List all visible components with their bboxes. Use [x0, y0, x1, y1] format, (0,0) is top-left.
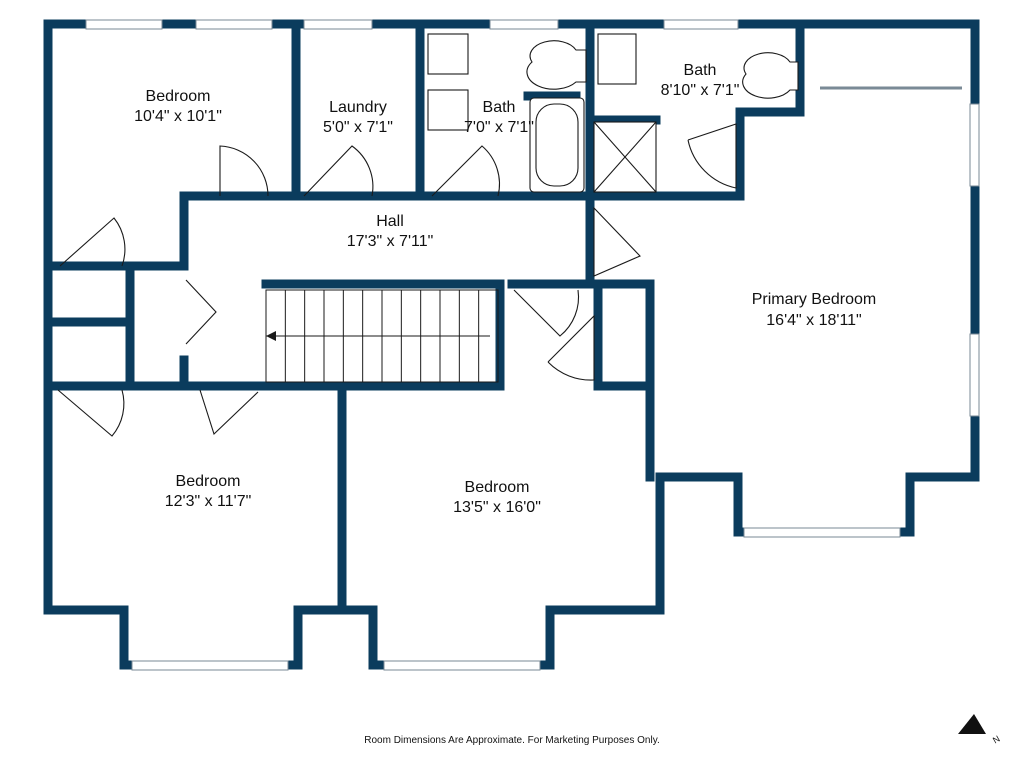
room-name-bath-primary: Bath	[684, 62, 717, 79]
exterior-walls	[43, 19, 980, 670]
room-name-hall: Hall	[376, 213, 404, 230]
room-dims-bath-primary: 8'10" x 7'1"	[661, 82, 740, 99]
room-name-laundry: Laundry	[329, 99, 387, 116]
interior-walls	[43, 19, 745, 615]
doors	[57, 123, 737, 437]
room-name-bedroom-s: Bedroom	[465, 479, 530, 496]
bath-fixtures	[427, 33, 799, 193]
compass-north-label: N	[991, 734, 1002, 746]
room-dims-bedroom-sw: 12'3" x 11'7"	[165, 493, 252, 510]
compass-icon: N	[958, 714, 1002, 746]
room-name-primary-bedroom: Primary Bedroom	[752, 291, 876, 308]
room-name-bedroom-nw: Bedroom	[146, 88, 211, 105]
room-dims-bedroom-s: 13'5" x 16'0"	[453, 499, 541, 516]
room-labels: Bedroom 10'4" x 10'1" Laundry 5'0" x 7'1…	[134, 62, 876, 516]
room-dims-laundry: 5'0" x 7'1"	[323, 119, 393, 136]
windows	[85, 19, 980, 671]
staircase	[265, 289, 499, 383]
room-dims-bedroom-nw: 10'4" x 10'1"	[134, 108, 222, 125]
room-name-bedroom-sw: Bedroom	[176, 473, 241, 490]
room-dims-bath-hall: 7'0" x 7'1"	[464, 119, 534, 136]
room-name-bath-hall: Bath	[483, 99, 516, 116]
disclaimer-text: Room Dimensions Are Approximate. For Mar…	[364, 735, 660, 746]
room-dims-hall: 17'3" x 7'11"	[347, 233, 434, 250]
room-dims-primary-bedroom: 16'4" x 18'11"	[766, 312, 861, 329]
